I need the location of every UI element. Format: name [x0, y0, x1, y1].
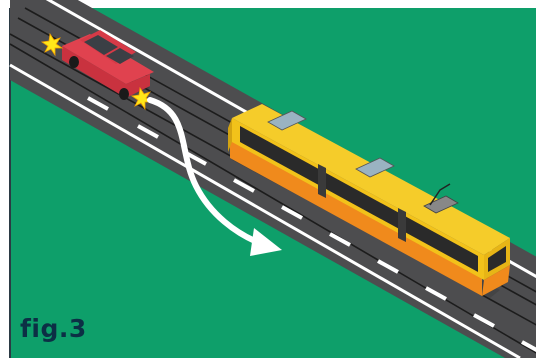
figure-label: fig.3 [20, 314, 87, 343]
